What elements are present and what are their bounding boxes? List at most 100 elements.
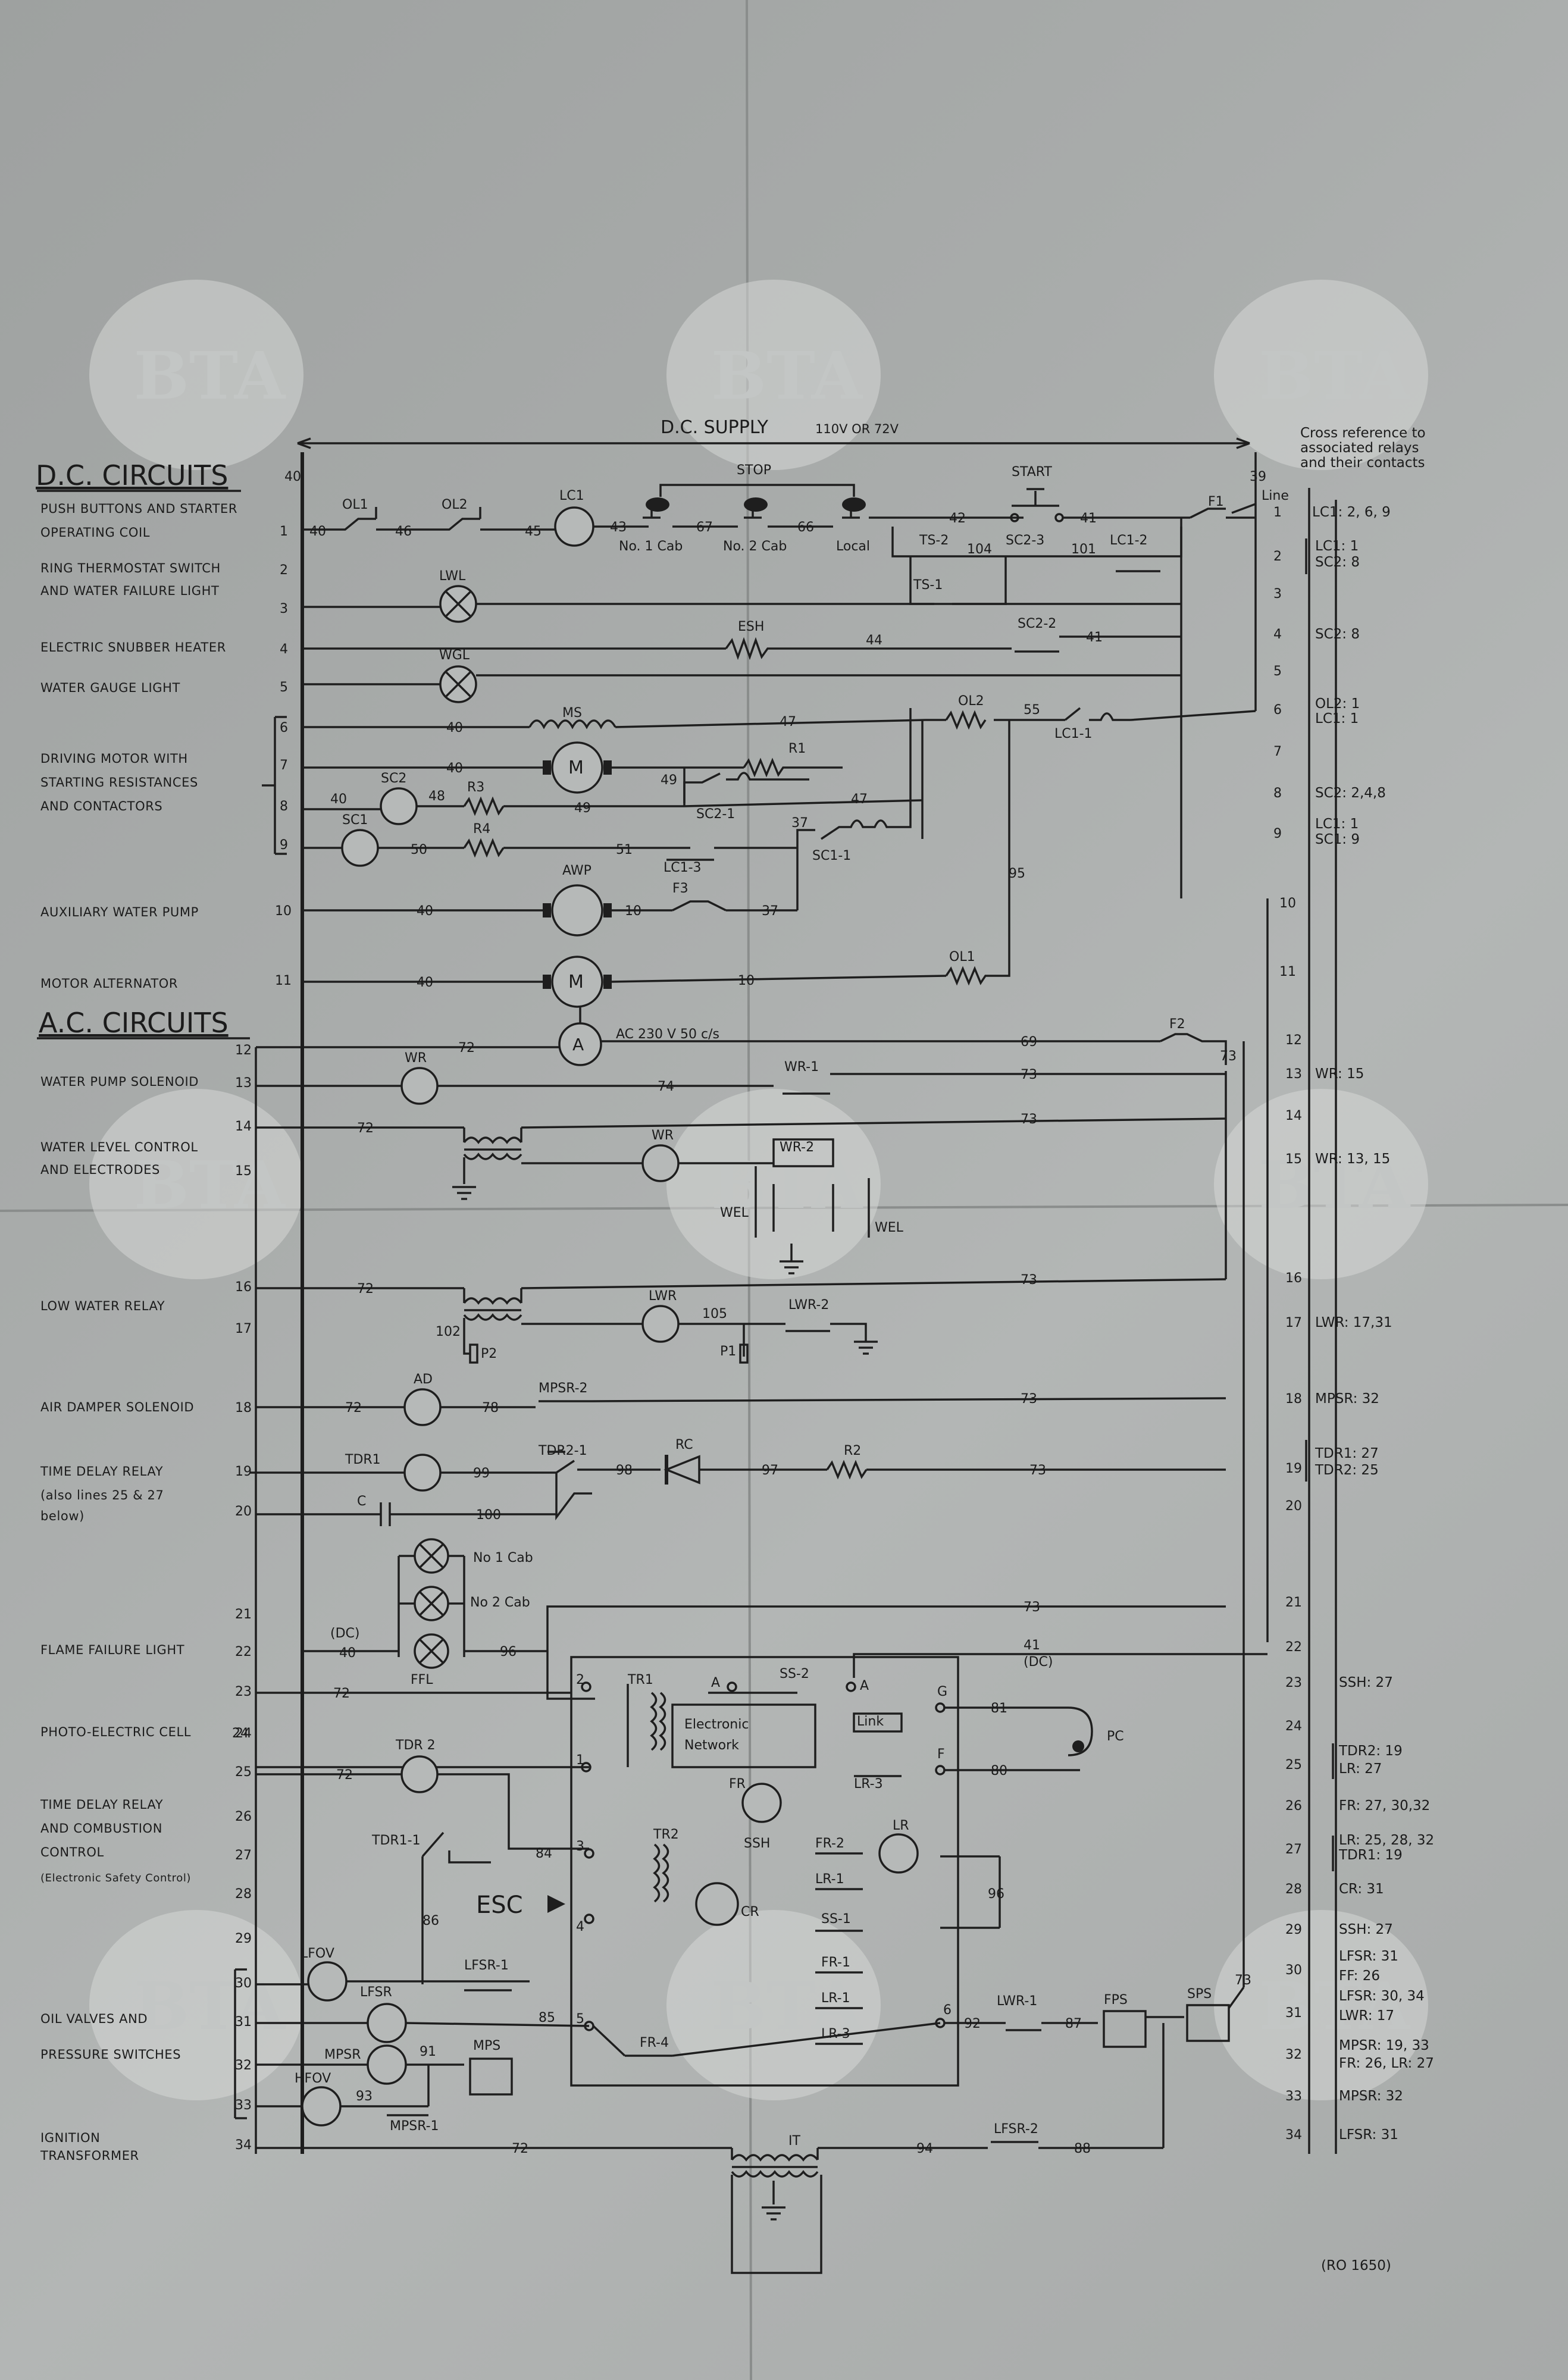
svg-text:22: 22: [235, 1645, 252, 1659]
lfsr-relay: [367, 2003, 407, 2043]
svg-text:FR-1: FR-1: [821, 1955, 850, 1970]
svg-text:97: 97: [762, 1463, 778, 1478]
ms-field: [528, 719, 616, 729]
svg-text:MPS: MPS: [473, 2038, 500, 2053]
svg-text:PHOTO-ELECTRIC CELL: PHOTO-ELECTRIC CELL: [40, 1725, 191, 1739]
lwr-coil: [641, 1305, 680, 1343]
svg-text:LC1: 1: LC1: 1: [1315, 711, 1359, 726]
svg-text:M: M: [568, 757, 584, 778]
circuit-line-7: 40 M R1: [302, 720, 924, 839]
svg-text:OIL VALVES AND: OIL VALVES AND: [40, 2012, 148, 2026]
terminal-6-label: 6: [943, 2003, 952, 2018]
svg-text:TIME DELAY RELAY: TIME DELAY RELAY: [40, 1797, 163, 1812]
svg-text:46: 46: [395, 524, 412, 539]
svg-text:17: 17: [1285, 1316, 1302, 1330]
svg-text:OPERATING COIL: OPERATING COIL: [40, 525, 150, 540]
svg-text:74: 74: [658, 1079, 674, 1094]
svg-text:73: 73: [1021, 1273, 1037, 1288]
svg-text:91: 91: [420, 2044, 436, 2059]
svg-text:AND WATER FAILURE LIGHT: AND WATER FAILURE LIGHT: [40, 584, 220, 598]
svg-text:72: 72: [357, 1121, 374, 1136]
svg-text:73: 73: [1021, 1112, 1037, 1127]
svg-text:AD: AD: [414, 1372, 433, 1387]
svg-text:14: 14: [1285, 1108, 1302, 1123]
svg-text:22: 22: [1285, 1640, 1302, 1655]
svg-text:6: 6: [280, 721, 288, 735]
r3-resistor: [463, 796, 505, 816]
svg-text:93: 93: [356, 2089, 373, 2104]
svg-text:78: 78: [482, 1401, 499, 1416]
svg-text:48: 48: [428, 789, 445, 804]
svg-text:25: 25: [1285, 1758, 1302, 1773]
svg-text:TDR2: 19: TDR2: 19: [1338, 1743, 1403, 1759]
auxiliary-water-pump: [551, 884, 603, 937]
svg-text:104: 104: [967, 542, 992, 557]
svg-text:5: 5: [1273, 664, 1282, 679]
svg-text:TDR 2: TDR 2: [395, 1738, 436, 1753]
svg-text:85: 85: [539, 2011, 555, 2025]
driving-motor: [551, 741, 603, 794]
line-6-9-bracket: [262, 716, 287, 855]
svg-text:BTA: BTA: [1259, 1147, 1411, 1223]
svg-text:(DC): (DC): [330, 1626, 359, 1641]
svg-text:LWR-2: LWR-2: [788, 1298, 829, 1313]
cross-ref-note-1: Cross reference to: [1300, 425, 1426, 441]
svg-text:28: 28: [1285, 1882, 1302, 1897]
svg-text:below): below): [40, 1509, 84, 1523]
svg-text:FPS: FPS: [1104, 1993, 1128, 2008]
svg-text:OL1: OL1: [949, 950, 975, 964]
svg-text:32: 32: [235, 2058, 252, 2073]
svg-text:SS-2: SS-2: [780, 1667, 809, 1681]
electronic-network: [671, 1703, 816, 1768]
svg-text:No 1 Cab: No 1 Cab: [473, 1551, 533, 1565]
svg-text:FR-4: FR-4: [640, 2035, 669, 2050]
wire-39: 39: [1250, 469, 1266, 484]
svg-text:5: 5: [280, 680, 288, 695]
svg-text:96: 96: [500, 1645, 517, 1659]
line-numbers-left: 1 2 3 4 5 6 7 8 9 10 11 12 13 14 15 16 1…: [235, 524, 292, 2153]
svg-text:SC2-3: SC2-3: [1006, 533, 1044, 548]
svg-text:(Electronic Safety Control): (Electronic Safety Control): [40, 1872, 191, 1884]
svg-text:No 2 Cab: No 2 Cab: [470, 1595, 530, 1610]
esc-arrow-icon: [547, 1895, 565, 1913]
flame-failure-lamps: No 1 Cab No 2 Cab FFL (DC) 40 96 73 41 (…: [302, 1538, 1267, 1700]
svg-text:Local: Local: [836, 539, 870, 554]
ol1-contact: [333, 507, 377, 531]
svg-text:37: 37: [791, 816, 808, 831]
sc1-1-contact: [714, 708, 912, 849]
svg-text:BTA: BTA: [134, 1147, 286, 1223]
sps-switch: [1186, 2004, 1230, 2042]
watermarks: BTA BTA BTA BTA BTA BTA BTA BTA BTA: [89, 280, 1428, 2100]
svg-text:HFOV: HFOV: [295, 2071, 331, 2086]
svg-text:AND ELECTRODES: AND ELECTRODES: [40, 1163, 160, 1177]
svg-text:SC2: 8: SC2: 8: [1315, 627, 1360, 642]
svg-text:19: 19: [235, 1464, 252, 1479]
svg-text:TS-2: TS-2: [919, 533, 949, 548]
circuit-line-3: LWL: [302, 569, 1181, 623]
svg-text:32: 32: [1285, 2047, 1302, 2062]
svg-text:No. 2 Cab: No. 2 Cab: [723, 539, 787, 554]
svg-text:SSH: SSH: [744, 1836, 770, 1851]
lr-relay: [878, 1833, 919, 1874]
svg-text:40: 40: [339, 1646, 356, 1661]
circuit-line-1: 40 OL1 46 OL2 45 LC1 43 No. 1 Cab 67 No.…: [302, 463, 1256, 605]
svg-text:10: 10: [275, 904, 292, 919]
svg-text:72: 72: [333, 1686, 350, 1701]
mps-switch: [469, 2058, 513, 2096]
mpsr-relay: [367, 2044, 407, 2085]
oil-valve-circuits: LFOV LFSR-1 LFSR 85 MPSR 91 MPS HFOV 93 …: [234, 1946, 590, 2134]
svg-text:TRANSFORMER: TRANSFORMER: [40, 2149, 139, 2163]
p2-probe: [469, 1344, 478, 1364]
svg-text:47: 47: [780, 715, 796, 729]
svg-text:CR: CR: [741, 1905, 759, 1919]
svg-text:AND COMBUSTION: AND COMBUSTION: [40, 1821, 162, 1836]
stop-link: [659, 484, 855, 497]
svg-text:WR: 13, 15: WR: 13, 15: [1315, 1151, 1390, 1167]
svg-text:BTA: BTA: [1259, 1968, 1411, 2044]
svg-text:10: 10: [738, 973, 755, 988]
svg-text:AWP: AWP: [562, 863, 591, 878]
fps-switch: [1103, 2010, 1147, 2048]
svg-text:SC2-2: SC2-2: [1018, 616, 1056, 631]
svg-text:100: 100: [476, 1508, 501, 1523]
circuit-line-19-20: TDR1 99 TDR2-1 98 RC 97 R2 73 C 100: [250, 1438, 1226, 1526]
